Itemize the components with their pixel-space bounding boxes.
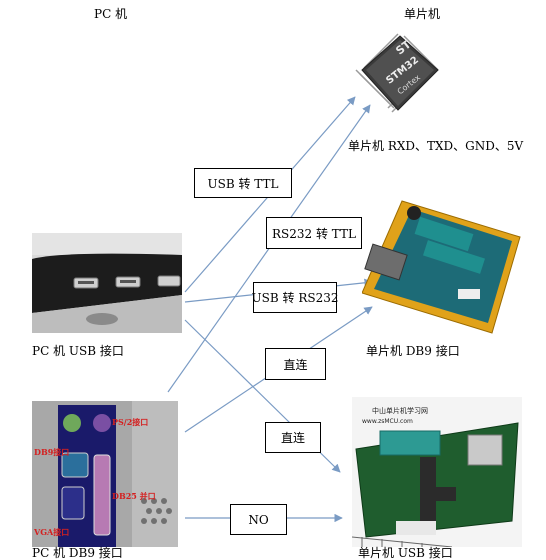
board-title-text: 中山单片机学习网 — [372, 407, 428, 415]
board-url-text: www.zsMCU.com — [362, 418, 413, 425]
mcu-db9-board-image — [362, 197, 522, 335]
mcu-usb-caption: 单片机 USB 接口 — [358, 546, 453, 560]
mcu-usb-board-image: 中山单片机学习网 www.zsMCU.com — [352, 397, 522, 547]
mcu-pins-caption: 单片机 RXD、TXD、GND、5V — [348, 139, 524, 153]
laptop-usb-image — [32, 233, 182, 333]
pc-heading: PC 机 — [94, 7, 128, 21]
no-link-label: NO — [230, 504, 287, 535]
direct-db9-label: 直连 — [265, 348, 326, 380]
db25-port-label: DB25 并口 — [112, 491, 156, 501]
pc-usb-caption: PC 机 USB 接口 — [32, 344, 124, 358]
vga-port-label: VGA接口 — [34, 527, 70, 537]
rs232-to-ttl-label: RS232 转 TTL — [266, 217, 362, 249]
pc-db9-caption: PC 机 DB9 接口 — [32, 546, 123, 560]
pc-back-panel-image: PS/2接口 DB9接口 DB25 并口 VGA接口 — [32, 401, 178, 547]
ps2-port-label: PS/2接口 — [112, 417, 149, 427]
usb-to-rs232-label: USB 转 RS232 — [252, 282, 338, 313]
usb-to-ttl-label: USB 转 TTL — [194, 168, 292, 198]
mcu-db9-caption: 单片机 DB9 接口 — [366, 344, 460, 358]
direct-usb-label: 直连 — [265, 422, 321, 453]
stm32-chip-image: ST STM32 Cortex — [352, 30, 444, 114]
mcu-heading: 单片机 — [404, 7, 441, 21]
db9-port-label: DB9接口 — [34, 447, 70, 457]
